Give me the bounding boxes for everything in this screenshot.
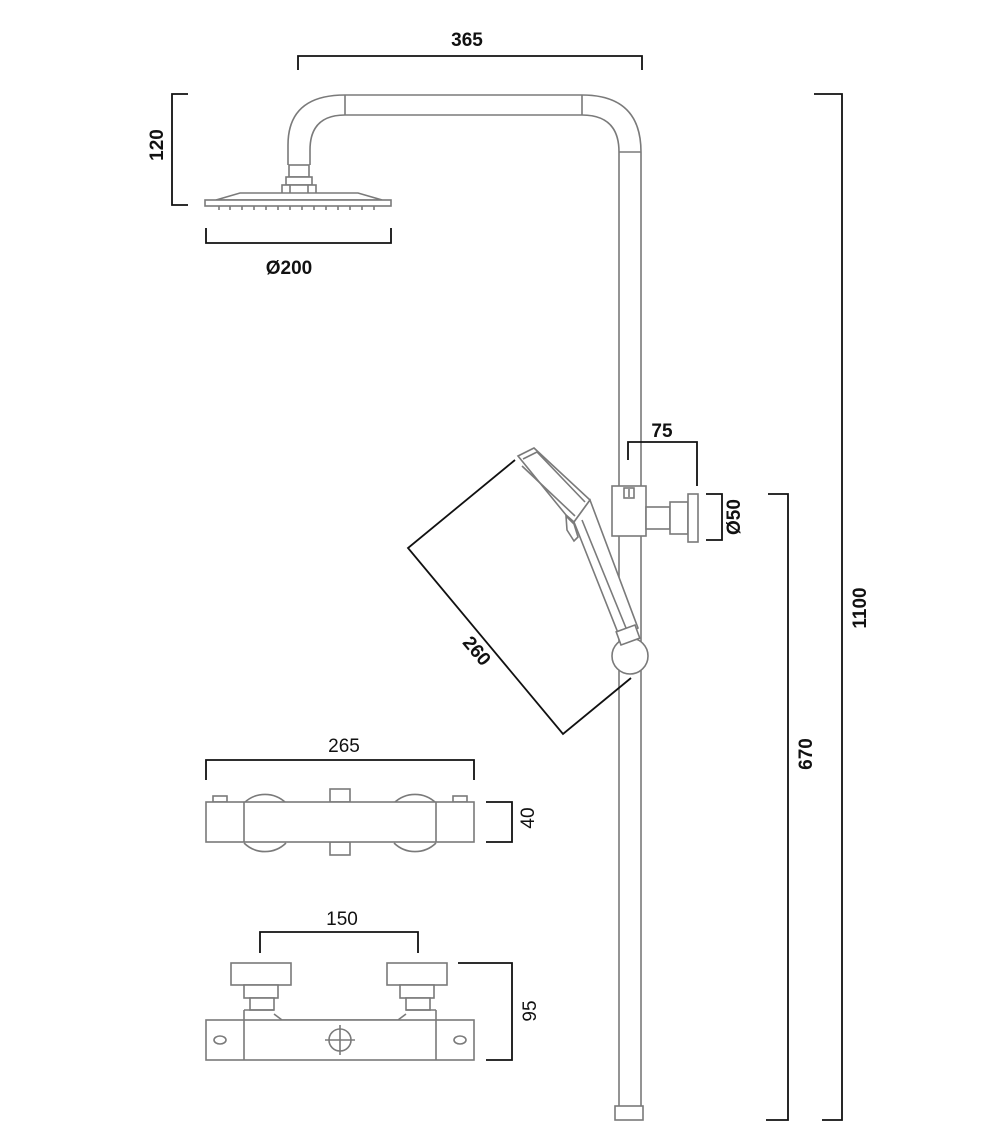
riser-rail — [287, 94, 644, 1121]
dim-bracket-diameter: Ø50 — [706, 493, 745, 541]
dim-inlet-centres-label: 150 — [326, 909, 358, 930]
valve-front-view — [205, 962, 475, 1061]
dim-bracket-projection: 75 — [627, 421, 698, 486]
dim-arm-length-label: 365 — [451, 30, 483, 51]
dim-total-height-label: 1100 — [850, 587, 871, 628]
dim-head-drop: 120 — [147, 93, 188, 206]
dim-head-diameter-label: Ø200 — [266, 258, 312, 279]
dim-head-drop-label: 120 — [147, 129, 168, 161]
dim-valve-height-label: 670 — [796, 738, 817, 770]
dim-inlet-centres: 150 — [259, 909, 419, 953]
dim-valve-width-label: 265 — [328, 736, 360, 757]
dim-bracket-projection-label: 75 — [651, 421, 673, 442]
wall-bracket — [611, 485, 699, 543]
dim-valve-projection-label: 95 — [520, 1000, 541, 1021]
shower-head — [204, 164, 392, 210]
handset — [516, 447, 641, 647]
dim-valve-depth-label: 40 — [518, 807, 539, 828]
dim-valve-depth: 40 — [486, 801, 539, 843]
dim-valve-projection: 95 — [458, 962, 541, 1061]
dim-total-height: 1100 — [814, 93, 871, 1121]
dim-handset-length: 260 — [406, 459, 632, 736]
dim-valve-height: 670 — [766, 493, 817, 1121]
handset-holder — [611, 637, 649, 675]
dim-handset-length-label: 260 — [458, 633, 494, 671]
dim-head-diameter: Ø200 — [205, 228, 392, 279]
dim-valve-width: 265 — [205, 736, 475, 780]
dim-arm-length: 365 — [297, 30, 643, 70]
valve-top-view — [205, 788, 475, 856]
dim-bracket-diameter-label: Ø50 — [724, 499, 745, 535]
